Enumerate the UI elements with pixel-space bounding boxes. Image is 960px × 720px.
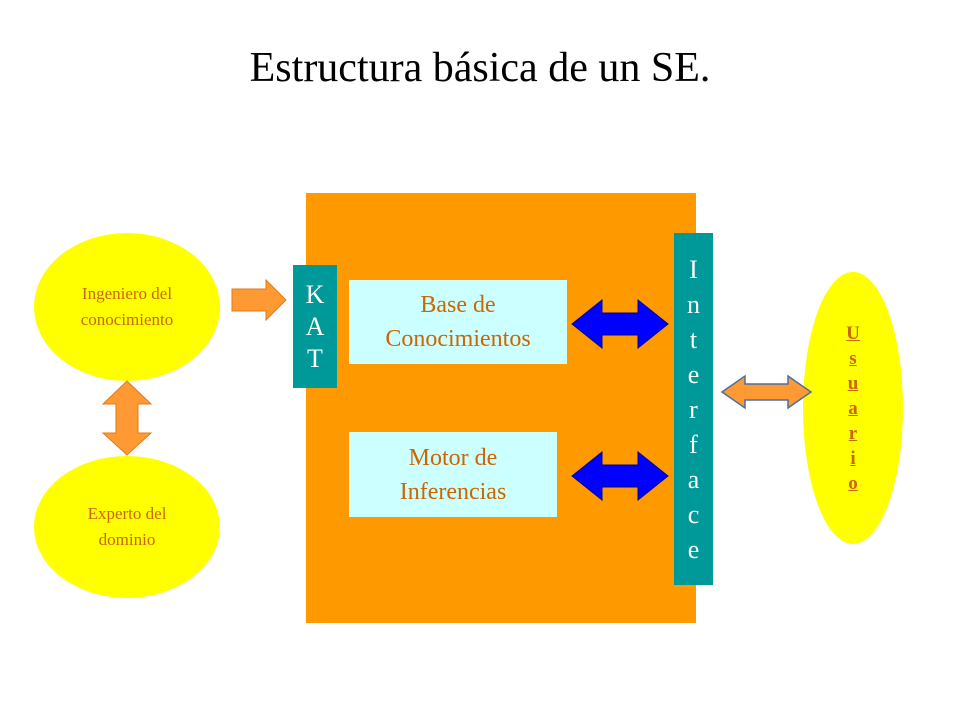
interface-letter: r bbox=[689, 394, 698, 424]
usuario-letter: U bbox=[846, 322, 860, 344]
usuario-ellipse: U s u a r i o bbox=[803, 272, 903, 544]
usuario-letter: r bbox=[848, 422, 858, 444]
kat-letter: T bbox=[307, 343, 323, 373]
interface-box: I n t e r f a c e bbox=[674, 233, 713, 585]
kat-letter: K bbox=[305, 279, 325, 309]
usuario-letter: s bbox=[849, 347, 857, 369]
base-conocimientos-box: Base de Conocimientos bbox=[349, 280, 567, 364]
arrow-ingeniero-experto bbox=[101, 380, 153, 456]
ingeniero-ellipse: Ingeniero del conocimiento bbox=[34, 233, 220, 381]
motor-inferencias-box: Motor de Inferencias bbox=[349, 432, 557, 517]
page-title: Estructura básica de un SE. bbox=[249, 45, 711, 91]
usuario-label: U s u a r i o bbox=[846, 321, 860, 496]
interface-letter: e bbox=[687, 534, 700, 564]
interface-letter: I bbox=[689, 254, 698, 284]
interface-letter: c bbox=[687, 499, 700, 529]
experto-ellipse: Experto del dominio bbox=[34, 456, 220, 598]
expert-system-box bbox=[306, 193, 696, 623]
arrow-interface-usuario bbox=[720, 374, 813, 410]
kat-letter: A bbox=[305, 311, 325, 341]
interface-letter: e bbox=[687, 359, 700, 389]
interface-letter: f bbox=[689, 429, 698, 459]
interface-letter: t bbox=[689, 324, 698, 354]
arrow-base-interface bbox=[571, 298, 669, 350]
arrow-motor-interface bbox=[571, 450, 669, 502]
interface-letter: n bbox=[687, 289, 700, 319]
usuario-letter: i bbox=[850, 447, 856, 469]
interface-letter: a bbox=[687, 464, 700, 494]
usuario-letter: u bbox=[847, 372, 859, 394]
usuario-letter: o bbox=[848, 472, 858, 494]
arrow-ingeniero-to-kat bbox=[231, 278, 287, 322]
kat-box: K A T bbox=[293, 265, 337, 388]
usuario-letter: a bbox=[848, 397, 858, 419]
